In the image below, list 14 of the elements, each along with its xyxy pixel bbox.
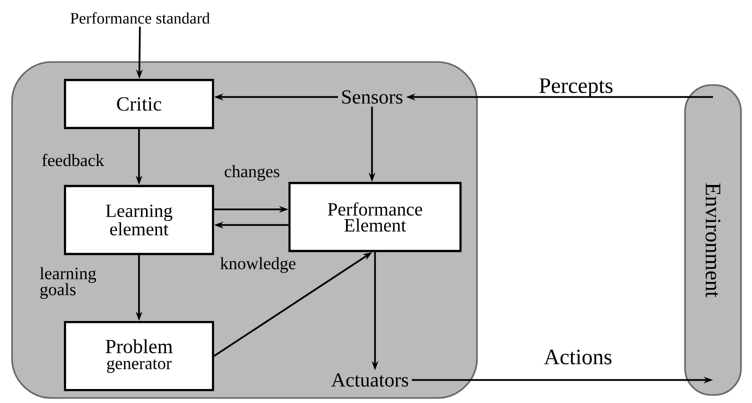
process-box: Critic	[64, 78, 214, 130]
process-box: Learning element	[64, 184, 214, 256]
edge-label: Actions	[544, 350, 612, 364]
edge-label: changes	[224, 165, 280, 181]
node-label: Performance standard	[70, 12, 210, 24]
environment-panel: Environment	[684, 84, 742, 396]
edge-label: feedback	[42, 154, 104, 166]
process-box: Problem generator	[64, 320, 214, 392]
edge-label: knowledge	[220, 257, 296, 273]
node-label: Sensors	[342, 90, 402, 104]
node-label: Actuators	[331, 373, 408, 387]
edge-label: learning goals	[40, 267, 96, 299]
process-box: Performance Element	[288, 182, 462, 252]
edge-label: Percepts	[539, 78, 612, 98]
